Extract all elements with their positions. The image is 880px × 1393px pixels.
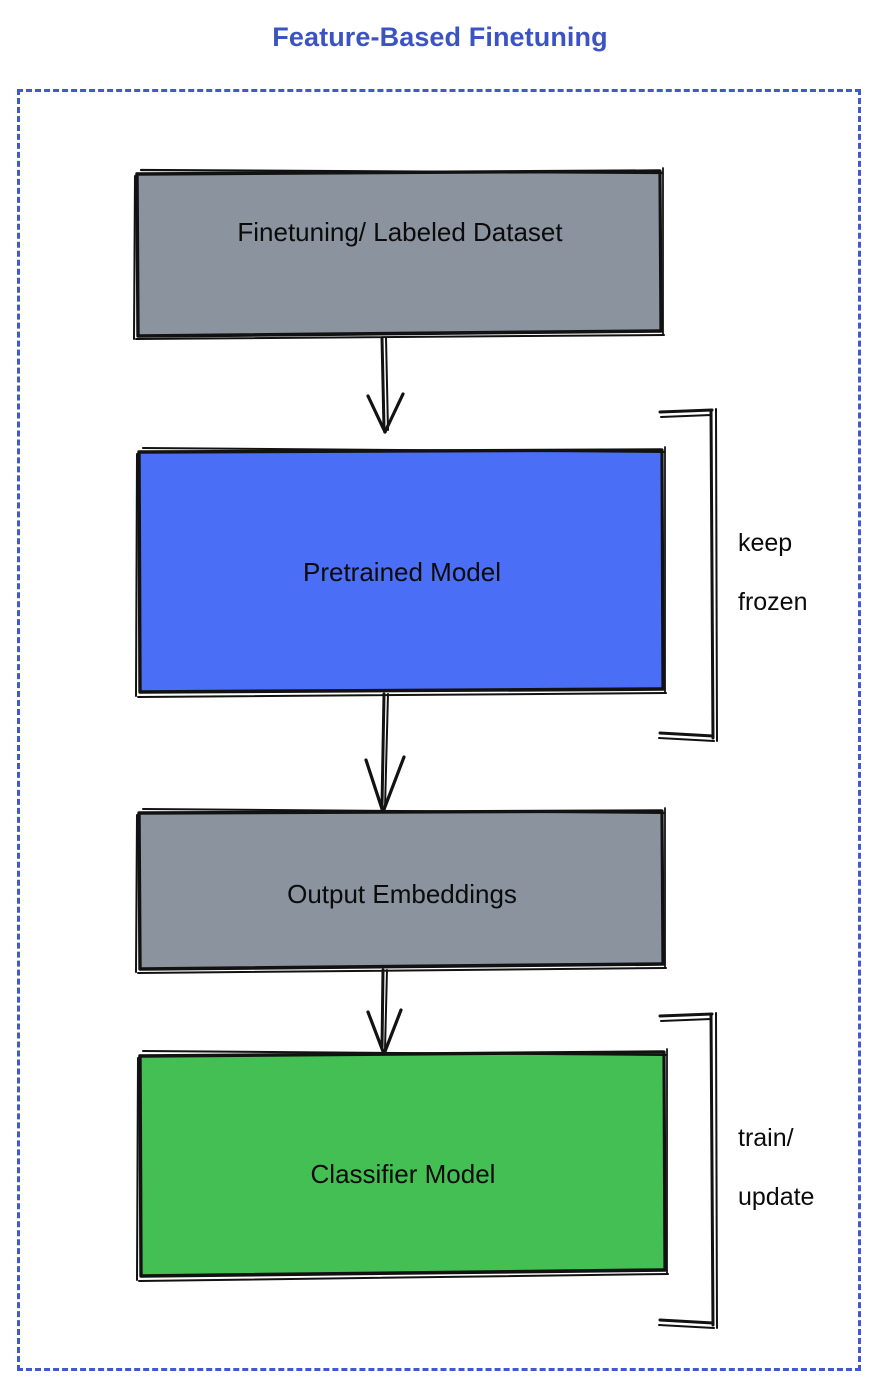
node-pretrained-label: Pretrained Model <box>303 557 501 587</box>
annotation-keep-frozen: keep frozen <box>738 499 807 647</box>
annotation-keep-frozen-line2: frozen <box>738 587 808 616</box>
annotation-keep-frozen-line1: keep <box>738 528 793 557</box>
node-embeddings[interactable]: Output Embeddings <box>139 810 665 970</box>
page-title: Feature-Based Finetuning <box>272 22 608 52</box>
annotation-train-update: train/ update <box>738 1094 814 1242</box>
node-classifier[interactable]: Classifier Model <box>139 1051 667 1279</box>
node-dataset[interactable]: Finetuning/ Labeled Dataset <box>137 170 663 338</box>
node-embeddings-label: Output Embeddings <box>287 879 517 909</box>
node-classifier-label: Classifier Model <box>310 1159 496 1189</box>
annotation-train-update-line2: update <box>738 1182 815 1211</box>
node-dataset-label: Finetuning/ Labeled Dataset <box>237 217 563 247</box>
annotation-train-update-line1: train/ <box>738 1123 794 1152</box>
node-pretrained[interactable]: Pretrained Model <box>139 449 665 695</box>
diagram-frame <box>17 89 861 1371</box>
